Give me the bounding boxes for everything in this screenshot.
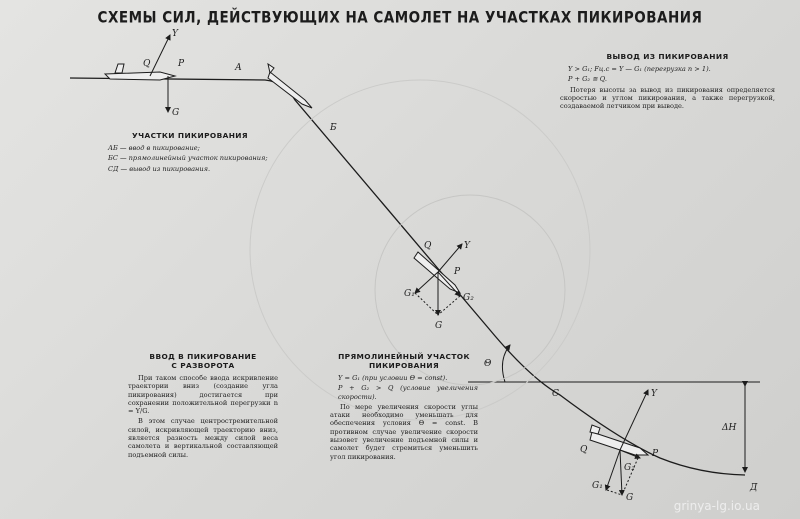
exit-formula-2: P + G₂ ≅ Q. xyxy=(568,75,607,84)
exit-dive-block: ВЫВОД ИЗ ПИКИРОВАНИЯ Y > G₁; Fц.с = Y — … xyxy=(560,52,775,112)
point-a-label: А xyxy=(234,63,242,73)
section-item: АБ — ввод в пикирование; xyxy=(108,144,200,152)
force-p-label: P xyxy=(177,59,185,69)
point-b-label: Б xyxy=(329,123,337,133)
force-g-label: G xyxy=(172,108,179,118)
force-q-label: Q xyxy=(580,445,588,455)
aircraft-entry-icon xyxy=(267,62,313,109)
aircraft-dive-icon xyxy=(413,243,463,316)
exit-text: Потеря высоты за вывод из пикирования оп… xyxy=(560,85,775,111)
force-g1-label: G₁ xyxy=(592,481,603,491)
entry-paragraph-2: В этом случае центростремительной силой,… xyxy=(128,417,278,459)
point-c-label: С xyxy=(552,389,559,399)
straight-formula-2: P + G₂ > Q (условие увеличения скорости)… xyxy=(338,384,478,401)
dive-sections-block: УЧАСТКИ ПИКИРОВАНИЯ АБ — ввод в пикирова… xyxy=(100,131,280,175)
entry-title-1: ВВОД В ПИКИРОВАНИЕ xyxy=(149,352,257,361)
point-d-label: Д xyxy=(749,483,758,493)
force-g-label: G xyxy=(626,493,633,503)
aircraft-recovery-icon xyxy=(589,389,650,496)
exit-title: ВЫВОД ИЗ ПИКИРОВАНИЯ xyxy=(606,52,729,61)
force-y-label: Y xyxy=(464,241,471,251)
force-y-label: Y xyxy=(172,29,179,39)
force-q-label: Q xyxy=(143,59,151,69)
sections-title: УЧАСТКИ ПИКИРОВАНИЯ xyxy=(132,131,248,140)
entry-paragraph-1: При таком способе ввода искривление трае… xyxy=(128,374,278,416)
force-g1-label: G₁ xyxy=(404,289,415,299)
force-g2-label: G₂ xyxy=(463,293,474,303)
straight-formula-1: Y = G₁ (при условии Θ = const). xyxy=(338,374,448,382)
entry-title-2: С РАЗВОРОТА xyxy=(171,361,235,370)
force-q-label: Q xyxy=(424,241,432,251)
page-title: СХЕМЫ СИЛ, ДЕЙСТВУЮЩИХ НА САМОЛЕТ НА УЧА… xyxy=(97,8,703,28)
force-y-label: Y xyxy=(651,389,658,399)
straight-title-1: ПРЯМОЛИНЕЙНЫЙ УЧАСТОК xyxy=(338,352,470,361)
section-item: БС — прямолинейный участок пикирования; xyxy=(108,154,268,163)
force-g2-label: G₂ xyxy=(624,463,635,473)
watermark: grinya-lg.io.ua xyxy=(673,499,760,513)
exit-formula-1: Y > G₁; Fц.с = Y — G₁ (перегрузка n > 1)… xyxy=(568,65,711,73)
aircraft-level-icon xyxy=(103,34,177,113)
section-item: СД — вывод из пикирования. xyxy=(108,164,211,173)
force-p-label: P xyxy=(651,449,659,459)
straight-title-2: ПИКИРОВАНИЯ xyxy=(368,361,440,370)
delta-h-label: ΔH xyxy=(721,423,736,433)
straight-text: По мере увеличения скорости углы атаки н… xyxy=(330,402,478,461)
force-g-label: G xyxy=(435,321,442,331)
angle-theta-label: Θ xyxy=(484,359,492,369)
force-p-label: P xyxy=(453,267,461,277)
